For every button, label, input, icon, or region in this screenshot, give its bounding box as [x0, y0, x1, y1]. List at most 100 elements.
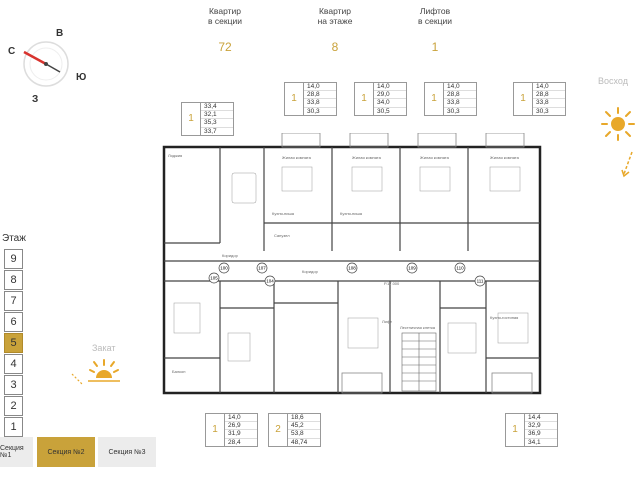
apartment-area: 36,9 [525, 430, 557, 439]
floor-plan: 100 107 108 109 110 111 105 104 Коридор Лифт Ле… [162, 133, 542, 395]
apartment-area: 14,0 [225, 414, 257, 423]
apartment-marker-circle [474, 275, 486, 287]
apartment-rooms: 1 [514, 83, 533, 115]
apartment-area: 45,2 [288, 422, 320, 431]
apartment-marker-100[interactable]: 100 [218, 262, 230, 274]
floor-button-1[interactable]: 1 [4, 417, 23, 437]
apartment-area: 28,8 [444, 91, 476, 100]
stat-value: 1 [431, 40, 439, 54]
apartment-marker-circle [454, 262, 466, 274]
stat-label: Квартир [318, 6, 351, 16]
apartment-area: 34,0 [374, 99, 406, 108]
compass-icon: С В Ю З [8, 28, 86, 104]
sunrise-icon [601, 107, 635, 141]
apartment-marker-110[interactable]: 110 [454, 262, 466, 274]
stat-label: Квартир [208, 6, 241, 16]
apartment-rooms: 2 [269, 414, 288, 446]
apartment-rooms: 1 [206, 414, 225, 446]
corridor-label: Коридор [302, 269, 319, 274]
apartment-area: 32,9 [525, 422, 557, 431]
apartment-rooms: 1 [355, 83, 374, 115]
apartment-rooms: 1 [506, 414, 525, 446]
apartment-marker-107[interactable]: 107 [256, 262, 268, 274]
room-label-loggia: Лоджия [168, 153, 182, 158]
floor-button-8[interactable]: 8 [4, 270, 23, 290]
apartment-area: 30,3 [447, 107, 460, 115]
section-tab-2[interactable]: Секция №2 [37, 437, 95, 467]
room-label-balcony: Балкон [172, 369, 185, 374]
apartment-marker-number: 110 [456, 266, 464, 271]
apartment-marker-circle [218, 262, 230, 274]
apartment-marker-number: 108 [348, 266, 356, 271]
stat-label: в секции [418, 16, 452, 26]
apartment-area: 33,4 [201, 103, 233, 112]
sunset-icon [88, 359, 120, 382]
room-label-living: Жилая комната [490, 155, 520, 160]
apartment-area: 33,8 [304, 99, 336, 108]
floor-button-3[interactable]: 3 [4, 375, 23, 395]
stat-value: 8 [331, 40, 339, 54]
floor-button-6[interactable]: 6 [4, 312, 23, 332]
apartment-area: 14,0 [533, 83, 565, 92]
compass-east-label: В [56, 28, 63, 39]
apartment-card-bottom-2[interactable]: 2 18,6 45,2 53,8 48,74 [268, 413, 321, 447]
sunset-arrow-icon [71, 373, 83, 385]
floor-button-9[interactable]: 9 [4, 249, 23, 269]
lift-label: Лифт [382, 319, 392, 324]
apartment-card-bottom-3[interactable]: 1 14,4 32,9 36,9 34,1 [505, 413, 558, 447]
floor-button-7[interactable]: 7 [4, 291, 23, 311]
apartment-area: 30,5 [377, 107, 390, 115]
apartment-marker-109[interactable]: 109 [406, 262, 418, 274]
compass-north-label: С [8, 46, 15, 57]
sunrise-arrow-icon [621, 151, 633, 178]
apartment-area: 28,8 [304, 91, 336, 100]
floor-button-5[interactable]: 5 [4, 333, 23, 353]
apartment-marker-105[interactable]: 105 [208, 272, 220, 284]
apartment-area: 34,1 [528, 438, 541, 446]
apartment-area: 26,9 [225, 422, 257, 431]
apartment-area: 48,74 [291, 438, 308, 446]
apartment-marker-number: 111 [477, 279, 484, 284]
apartment-card-top-left[interactable]: 1 33,4 32,1 35,3 33,7 [181, 102, 234, 136]
room-label-kitchen-living: Кухня-гостиная [490, 315, 518, 320]
apartment-card-top-3[interactable]: 1 14,0 28,8 33,8 30,3 [424, 82, 477, 116]
apartment-marker-104[interactable]: 104 [264, 275, 276, 287]
apartment-marker-111[interactable]: 111 [474, 275, 486, 287]
apartment-rooms: 1 [182, 103, 201, 135]
floor-mark-label: Р.17.000 [384, 281, 400, 286]
apartment-marker-circle [256, 262, 268, 274]
apartment-area: 14,4 [525, 414, 557, 423]
apartment-area: 35,3 [201, 119, 233, 128]
floor-button-2[interactable]: 2 [4, 396, 23, 416]
compass-west-label: З [32, 94, 38, 104]
stat-label: в секции [208, 16, 242, 26]
sunset-label: Закат [92, 343, 116, 353]
apartment-area: 14,0 [374, 83, 406, 92]
section-tab-3[interactable]: Секция №3 [98, 437, 156, 467]
apartment-marker-circle [264, 275, 276, 287]
apartment-card-bottom-1[interactable]: 1 14,0 26,9 31,9 28,4 [205, 413, 258, 447]
apartment-card-top-4[interactable]: 1 14,0 28,8 33,8 30,3 [513, 82, 566, 116]
floor-button-4[interactable]: 4 [4, 354, 23, 374]
apartment-area: 31,9 [225, 430, 257, 439]
apartment-area: 30,3 [536, 107, 549, 115]
apartment-area: 33,8 [533, 99, 565, 108]
apartment-marker-circle [406, 262, 418, 274]
apartment-card-top-1[interactable]: 1 14,0 28,8 33,8 30,3 [284, 82, 337, 116]
apartment-area: 18,6 [288, 414, 320, 423]
apartment-area: 33,8 [444, 99, 476, 108]
apartment-marker-circle [208, 272, 220, 284]
apartment-area: 28,4 [228, 438, 241, 446]
sunrise-label: Восход [598, 76, 628, 86]
stat-label: на этаже [317, 16, 353, 26]
room-label-kitchen: Кухня-ниша [272, 211, 295, 216]
stair-label: Лестничная клетка [400, 325, 436, 330]
apartment-area: 28,8 [533, 91, 565, 100]
apartment-marker-number: 109 [408, 266, 416, 271]
stat-apartments-floor: Квартир на этаже 8 [300, 6, 370, 54]
apartment-rooms: 1 [285, 83, 304, 115]
apartment-marker-108[interactable]: 108 [346, 262, 358, 274]
apartment-card-top-2[interactable]: 1 14,0 29,0 34,0 30,5 [354, 82, 407, 116]
stat-value: 72 [218, 40, 232, 54]
section-tab-1[interactable]: Секция №1 [0, 437, 33, 467]
